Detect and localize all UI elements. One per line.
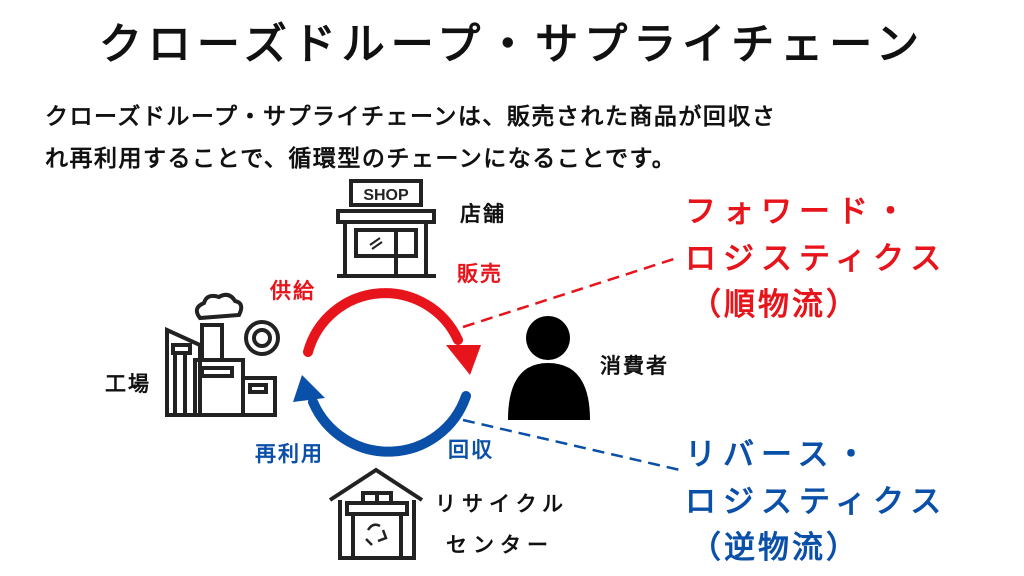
shop-label: 店舗 bbox=[460, 202, 506, 226]
reverse-connector-line bbox=[462, 418, 681, 472]
reuse-label: 再利用 bbox=[255, 442, 324, 466]
reverse-arrowhead bbox=[293, 375, 325, 402]
description-line-2: れ再利用することで、循環型のチェーンになることです。 bbox=[45, 146, 677, 172]
forward-logistics-line-1: フォワード・ bbox=[685, 194, 913, 230]
sales-label: 販売 bbox=[457, 262, 503, 286]
reverse-logistics-line-1: リバース・ bbox=[685, 437, 874, 473]
factory-icon bbox=[165, 292, 280, 417]
recycle-center-label-2: センター bbox=[446, 533, 554, 557]
shop-icon bbox=[336, 179, 436, 278]
recycle-center-label-1: リサイクル bbox=[435, 492, 569, 516]
description-line-1: クローズドループ・サプライチェーンは、販売された商品が回収さ bbox=[45, 104, 777, 130]
reverse-flow-arrow bbox=[308, 391, 471, 457]
forward-logistics-line-3: （順物流） bbox=[690, 287, 860, 323]
recycle-center-icon bbox=[328, 467, 424, 560]
forward-arrowhead bbox=[446, 345, 481, 375]
supply-label: 供給 bbox=[270, 279, 316, 303]
forward-connector-line bbox=[462, 255, 681, 329]
consumer-label: 消費者 bbox=[600, 354, 669, 378]
reverse-logistics-line-2: ロジスティクス bbox=[685, 484, 949, 520]
collection-label: 回収 bbox=[448, 438, 494, 462]
reverse-logistics-line-3: （逆物流） bbox=[690, 530, 860, 566]
forward-flow-arrow bbox=[303, 288, 463, 357]
consumer-icon bbox=[508, 316, 590, 420]
page-title: クローズドループ・サプライチェーン bbox=[98, 20, 926, 70]
forward-logistics-line-2: ロジスティクス bbox=[685, 241, 949, 277]
factory-label: 工場 bbox=[105, 372, 151, 396]
shop-sign: SHOP bbox=[363, 187, 409, 204]
